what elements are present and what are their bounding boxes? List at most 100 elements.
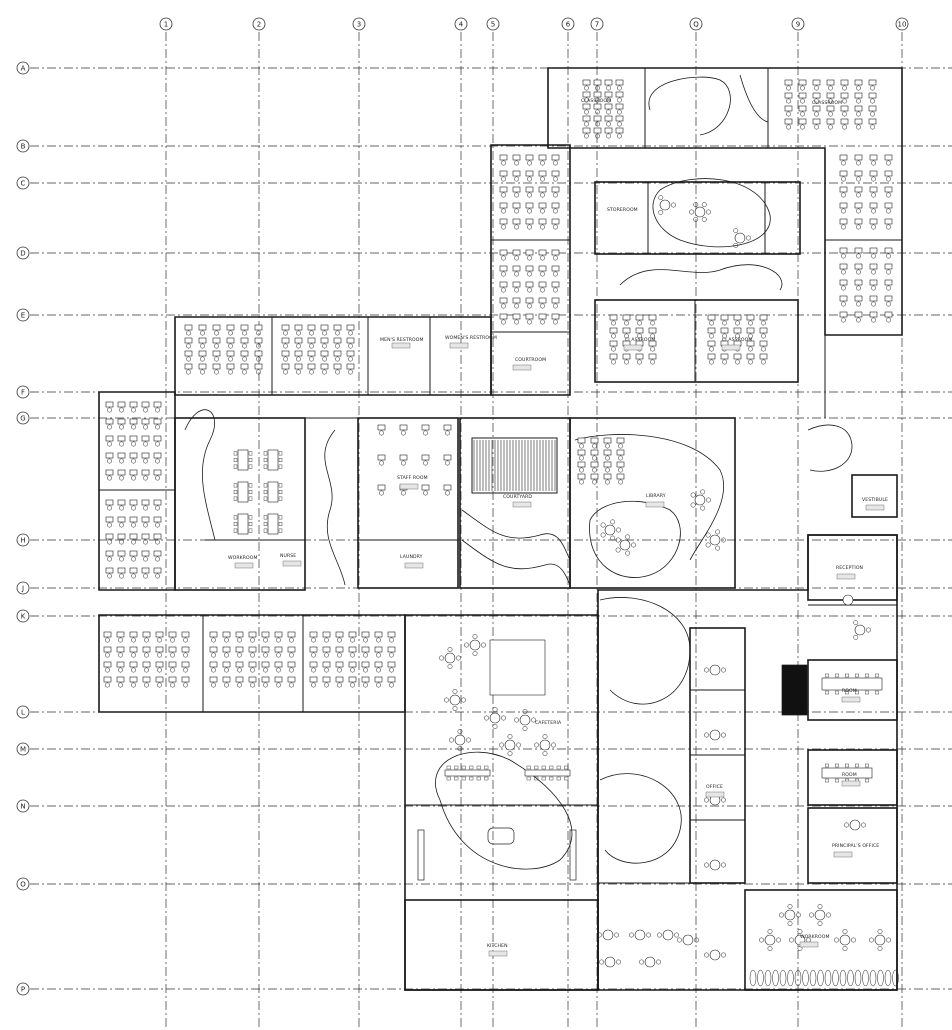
student-desk (254, 324, 263, 331)
student-desk (142, 661, 151, 668)
student-desk (854, 186, 863, 193)
student-chair (144, 667, 149, 673)
student-chair (856, 301, 861, 307)
student-chair (296, 369, 301, 375)
student-chair (170, 637, 175, 643)
round-table (694, 494, 706, 506)
chair (869, 937, 874, 943)
student-chair (871, 176, 876, 182)
student-chair (131, 407, 136, 413)
student-desk (348, 646, 357, 653)
room-label-classroom: CLASSROOM (581, 98, 611, 104)
kitchen-outline (404, 899, 599, 991)
cubby (802, 969, 809, 987)
chair (835, 690, 840, 695)
student-chair (841, 317, 846, 323)
student-desk (117, 499, 126, 506)
chair (501, 715, 506, 721)
student-chair (618, 455, 623, 461)
chair (616, 959, 621, 965)
student-desk (854, 202, 863, 209)
student-chair (200, 369, 205, 375)
student-desk (499, 170, 508, 177)
student-desk (759, 327, 768, 334)
student-chair (263, 667, 268, 673)
round-table (709, 949, 721, 961)
chair (616, 527, 621, 533)
room-label-kitchen: KITCHEN (487, 943, 508, 949)
cubby (854, 969, 862, 987)
student-desk (240, 363, 249, 370)
student-chair (584, 97, 589, 103)
student-chair (119, 539, 124, 545)
student-chair (800, 111, 805, 117)
library-loop (574, 434, 725, 561)
room-label-womens-restroom: WOMEN'S RESTROOM (445, 335, 497, 341)
student-chair (363, 652, 368, 658)
student-desk (307, 363, 316, 370)
student-chair (540, 176, 545, 182)
student-desk (129, 661, 138, 668)
student-chair (131, 652, 136, 658)
student-desk (603, 449, 612, 456)
student-desk (209, 646, 218, 653)
chair (263, 496, 268, 501)
chair (472, 651, 478, 656)
student-chair (501, 208, 506, 214)
student-desk (746, 314, 755, 321)
chair (835, 778, 840, 783)
student-chair (155, 441, 160, 447)
chair (466, 737, 471, 743)
room-label-cafeteria: CAFETERIA (535, 720, 562, 726)
student-desk (222, 661, 231, 668)
student-chair (143, 441, 148, 447)
student-chair (119, 458, 124, 464)
student-chair (363, 667, 368, 673)
student-desk (387, 661, 396, 668)
grid-bubble-row-label: L (21, 709, 25, 717)
student-chair (814, 111, 819, 117)
student-chair (155, 539, 160, 545)
chair (263, 483, 268, 488)
room-label-courtroom: COURTROOM (515, 357, 546, 363)
grid-bubble-col-label: 2 (257, 21, 261, 29)
student-chair (144, 652, 149, 658)
student-chair (786, 124, 791, 130)
round-table (849, 819, 861, 831)
chair (449, 737, 454, 743)
student-desk (839, 263, 848, 270)
student-chair (311, 637, 316, 643)
grid-bubble-row-label: K (21, 613, 26, 621)
student-chair (131, 505, 136, 511)
student-desk (168, 646, 177, 653)
student-desk (733, 314, 742, 321)
student-chair (856, 285, 861, 291)
room-number-tag (799, 941, 819, 948)
student-chair (618, 479, 623, 485)
student-chair (350, 682, 355, 688)
grid-bubble-row (16, 799, 30, 813)
cubby (824, 969, 832, 987)
grid-bubble-row-label: J (21, 585, 24, 593)
student-desk (443, 424, 452, 431)
student-desk (421, 484, 430, 491)
student-chair (211, 637, 216, 643)
student-desk (240, 337, 249, 344)
student-desk (615, 79, 624, 86)
student-desk (854, 247, 863, 254)
student-desk (309, 646, 318, 653)
chair (845, 763, 850, 768)
student-desk (577, 449, 586, 456)
student-chair (348, 356, 353, 362)
student-desk (254, 337, 263, 344)
grid-bubble-row (16, 533, 30, 547)
student-desk (322, 631, 331, 638)
student-chair (445, 430, 450, 436)
long-table (444, 769, 491, 777)
student-desk (784, 105, 793, 112)
student-desk (593, 115, 602, 122)
grid-bubble-col-label: 4 (459, 21, 464, 29)
student-desk (538, 170, 547, 177)
student-desk (839, 202, 848, 209)
student-chair (363, 637, 368, 643)
